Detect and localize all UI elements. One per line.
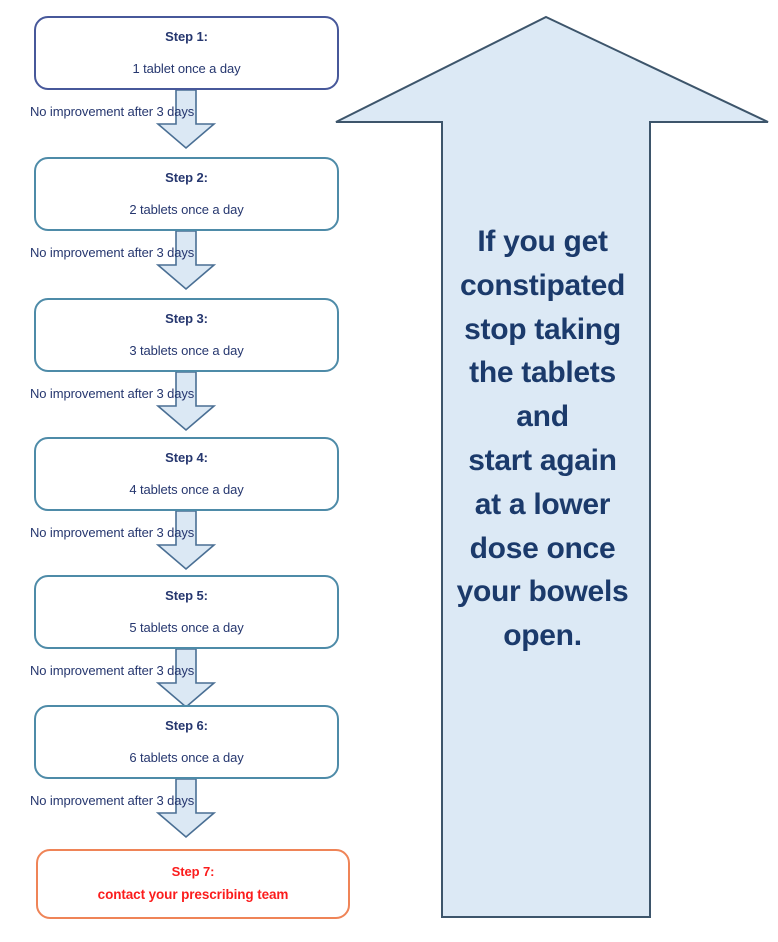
- callout-line-6: start again: [468, 443, 617, 477]
- callout-line-3: stop taking: [464, 312, 621, 346]
- callout-text: If you get constipated stop taking the t…: [436, 220, 649, 658]
- step-box-4[interactable]: Step 4: 4 tablets once a day: [34, 437, 339, 511]
- down-arrow-icon: [155, 231, 217, 291]
- step-detail-6: 6 tablets once a day: [129, 749, 244, 765]
- connector-label-5: No improvement after 3 days: [30, 663, 195, 678]
- step-title-4: Step 4:: [165, 450, 208, 466]
- callout-line-7: at a lower: [474, 487, 611, 521]
- constipation-advice-callout: If you get constipated stop taking the t…: [330, 8, 778, 928]
- step-detail-4: 4 tablets once a day: [129, 481, 244, 497]
- callout-line-5: and: [516, 400, 569, 434]
- step-title-6: Step 6:: [165, 718, 208, 734]
- callout-line-2: constipated: [459, 268, 626, 302]
- connector-label-3: No improvement after 3 days: [30, 386, 195, 401]
- step-detail-1: 1 tablet once a day: [132, 60, 241, 76]
- step-box-6[interactable]: Step 6: 6 tablets once a day: [34, 705, 339, 779]
- step-title-7: Step 7:: [171, 863, 215, 879]
- connector-label-4: No improvement after 3 days: [30, 525, 195, 540]
- step-title-3: Step 3:: [165, 311, 208, 327]
- connector-label-6: No improvement after 3 days: [30, 793, 195, 808]
- step-box-3[interactable]: Step 3: 3 tablets once a day: [34, 298, 339, 372]
- connector-6: No improvement after 3 days: [0, 779, 372, 839]
- down-arrow-icon: [155, 372, 217, 432]
- step-box-7[interactable]: Step 7: contact your prescribing team: [36, 849, 350, 919]
- down-arrow-icon: [155, 511, 217, 571]
- step-detail-5: 5 tablets once a day: [129, 619, 244, 635]
- step-detail-2: 2 tablets once a day: [129, 201, 244, 217]
- connector-label-1: No improvement after 3 days: [30, 104, 195, 119]
- dose-escalation-flow: Step 1: 1 tablet once a day No improveme…: [0, 0, 372, 942]
- step-detail-7: contact your prescribing team: [97, 887, 289, 903]
- callout-line-4: the tablets: [469, 356, 616, 390]
- step-title-1: Step 1:: [165, 29, 208, 45]
- callout-line-8: dose once: [469, 531, 616, 565]
- connector-4: No improvement after 3 days: [0, 511, 372, 571]
- callout-line-1: If you get: [477, 225, 608, 258]
- step-box-5[interactable]: Step 5: 5 tablets once a day: [34, 575, 339, 649]
- connector-5: No improvement after 3 days: [0, 649, 372, 709]
- down-arrow-icon: [155, 90, 217, 150]
- up-arrow-shape-icon: [335, 15, 769, 918]
- connector-label-2: No improvement after 3 days: [30, 245, 195, 260]
- step-box-2[interactable]: Step 2: 2 tablets once a day: [34, 157, 339, 231]
- connector-2: No improvement after 3 days: [0, 231, 372, 291]
- down-arrow-icon: [155, 779, 217, 839]
- step-box-1[interactable]: Step 1: 1 tablet once a day: [34, 16, 339, 90]
- step-title-5: Step 5:: [165, 588, 208, 604]
- connector-1: No improvement after 3 days: [0, 90, 372, 150]
- step-title-2: Step 2:: [165, 170, 208, 186]
- callout-line-10: open.: [503, 619, 582, 653]
- step-detail-3: 3 tablets once a day: [129, 342, 244, 358]
- down-arrow-icon: [155, 649, 217, 709]
- connector-3: No improvement after 3 days: [0, 372, 372, 432]
- callout-line-9: your bowels: [456, 575, 629, 609]
